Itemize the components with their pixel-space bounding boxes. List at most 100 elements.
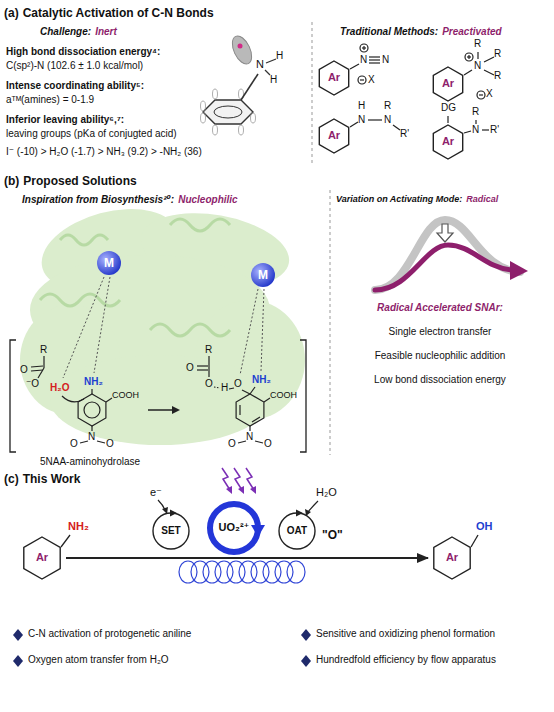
text-label: H₂O	[316, 486, 337, 499]
text-label: leaving groups (pKa of conjugted acid)	[6, 128, 177, 140]
bullet-diamond	[13, 629, 311, 667]
aryl-ring: Ar	[316, 60, 352, 96]
text-label: O	[228, 438, 236, 450]
text-label: R'	[400, 128, 409, 140]
text-label: Proposed Solutions	[23, 174, 136, 188]
text-label: Nucleophilic	[178, 194, 237, 206]
shape-part	[434, 537, 470, 579]
text-label: O	[186, 362, 194, 374]
text-label: N	[382, 54, 389, 66]
node-label: Ar	[328, 71, 340, 84]
text-label: X	[486, 88, 493, 100]
text-label: O	[20, 364, 28, 376]
node-label: Ar	[442, 77, 454, 90]
text-label: C-N activation of protogenetic aniline	[28, 628, 191, 640]
text-label: R	[384, 100, 391, 112]
text-label: N	[472, 124, 479, 136]
metal-sphere: M	[96, 250, 122, 276]
text-label: O	[106, 438, 114, 450]
text-label: COOH	[112, 390, 139, 401]
text-label: DG	[441, 102, 456, 114]
text-label: R	[205, 344, 212, 356]
node-text-box: Ar	[430, 536, 474, 580]
shape-part	[319, 119, 348, 153]
node-text-box: M	[250, 262, 276, 288]
node-label: Ar	[36, 551, 48, 564]
enzyme-illustration	[20, 195, 305, 445]
structure-bonds	[350, 44, 494, 133]
text-label: N	[246, 431, 253, 443]
catalytic-cycle: OAT	[276, 510, 318, 552]
node-text-box: M	[96, 250, 122, 276]
text-label: X	[368, 74, 375, 86]
text-label: N	[474, 60, 481, 72]
node-text-box: Ar	[430, 66, 466, 102]
text-label: H	[221, 382, 228, 394]
divider	[312, 22, 313, 165]
text-label: Inert	[95, 26, 117, 38]
text-label: Low bond dissociation energy	[374, 374, 506, 386]
text-label: aᵀᴹ(amines) = 0-1.9	[6, 94, 94, 106]
bracket	[10, 340, 306, 452]
text-label: N	[360, 54, 367, 66]
text-label: NH₂	[252, 374, 271, 386]
text-label: R	[494, 48, 501, 60]
enzyme-helices	[40, 219, 230, 336]
text-label: R	[474, 38, 481, 50]
aryl-ring: Ar	[430, 124, 466, 160]
aryl-ring: Ar	[430, 66, 466, 102]
uranyl-cycle: UO₂²⁺	[206, 500, 262, 556]
text-label: O	[70, 438, 78, 450]
text-label: N	[256, 58, 264, 71]
shape-part	[296, 510, 303, 517]
aniline-orbital-figure	[201, 33, 277, 135]
node-label: SET	[161, 525, 180, 537]
text-label: H	[270, 74, 277, 86]
text-label: Variation on Activating Mode:	[336, 194, 462, 205]
node-text-box: Ar	[316, 60, 352, 96]
text-label: 5NAA-aminohydrolase	[40, 456, 140, 468]
energy-profile	[375, 220, 528, 290]
text-label: NH₂	[84, 376, 103, 388]
node-label: Ar	[442, 135, 454, 148]
text-label: H	[276, 50, 283, 62]
text-label: ⁻O	[26, 378, 39, 390]
text-label: High bond dissociation energy⁴:	[6, 46, 160, 58]
text-label: H	[358, 100, 365, 112]
text-label: OH	[476, 520, 493, 533]
catalytic-cycle: SET	[150, 510, 192, 552]
node-label: Ar	[328, 129, 340, 142]
text-label: Feasible nucleophilic addition	[375, 350, 506, 362]
shape-part	[251, 263, 275, 287]
shape-part	[319, 61, 348, 95]
text-label: e⁻	[150, 486, 162, 499]
text-label: NH₂	[68, 520, 89, 533]
text-label: H₂O	[50, 382, 69, 394]
shape-part	[433, 125, 462, 159]
text-label: Traditional Methods:	[340, 26, 438, 38]
text-label: O	[264, 438, 272, 450]
text-label: "O"	[322, 528, 343, 542]
shape-part	[279, 513, 315, 549]
node-text-box: SET	[150, 510, 192, 552]
shape-part	[210, 504, 258, 552]
text-label: R	[40, 344, 47, 356]
text-label: Single electron transfer	[389, 326, 492, 338]
reaction-arrow-head	[172, 406, 180, 414]
text-label: Oxygen atom transfer from H₂O	[28, 654, 169, 666]
node-label: Ar	[446, 551, 458, 564]
molecule-bonds	[31, 356, 270, 443]
text-label: (b)	[4, 174, 19, 188]
node-label: M	[104, 256, 114, 270]
text-label: Hundredfold efficiency by flow apparatus	[316, 654, 496, 666]
text-label: Catalytic Activation of C-N Bonds	[23, 6, 214, 20]
metal-sphere: M	[250, 262, 276, 288]
text-label: N	[384, 114, 391, 126]
text-label: COOH	[270, 390, 297, 401]
shape-part	[24, 537, 60, 579]
node-text-box: UO₂²⁺	[206, 500, 262, 556]
text-label: N	[88, 431, 95, 443]
text-label: Sensitive and oxidizing phenol formation	[316, 628, 495, 640]
text-label: N	[358, 114, 365, 126]
